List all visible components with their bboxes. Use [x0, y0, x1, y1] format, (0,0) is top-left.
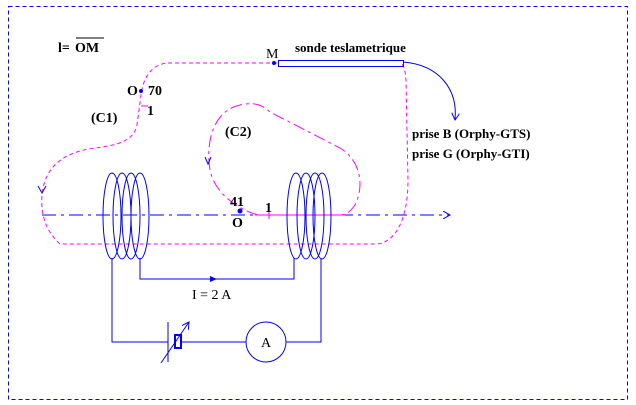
output-g-label: prise G (Orphy-GTI) — [412, 146, 530, 161]
left-coil — [102, 172, 150, 260]
c1-origin-label: O — [127, 84, 138, 99]
current-arrow-icon — [210, 276, 217, 282]
formula-rhs: OM — [75, 41, 99, 56]
c1-tick-label: 1 — [147, 104, 154, 119]
probe-body — [278, 60, 404, 67]
c2-tick-label: 1 — [265, 201, 272, 216]
right-coil — [286, 172, 332, 260]
c2-start-value: 41 — [230, 195, 244, 210]
ammeter-icon — [245, 321, 287, 363]
origin-point-c1 — [139, 89, 143, 93]
c1-label: (C1) — [91, 111, 118, 126]
current-label: I = 2 A — [192, 288, 232, 303]
probe-cable-arrow — [402, 61, 455, 120]
supply-wire — [111, 258, 322, 343]
frame-border — [8, 6, 628, 400]
ammeter-label: A — [261, 336, 272, 351]
probe-label: sonde teslametrique — [295, 40, 406, 55]
variable-generator-icon — [160, 322, 189, 364]
output-b-label: prise B (Orphy-GTS) — [412, 126, 530, 141]
origin-point-c2 — [237, 208, 243, 214]
c1-start-value: 70 — [148, 84, 162, 99]
coil-link-wire — [139, 258, 295, 280]
c1-arrow-icon — [37, 185, 47, 195]
point-m — [272, 61, 276, 65]
formula-lhs: l= — [58, 41, 70, 56]
c2-label: (C2) — [225, 125, 252, 140]
c2-origin-label: O — [232, 216, 243, 231]
field-line-c2 — [208, 103, 361, 216]
point-m-label: M — [266, 47, 279, 62]
field-line-c1 — [41, 62, 409, 245]
c2-arrow-icon — [204, 156, 212, 166]
